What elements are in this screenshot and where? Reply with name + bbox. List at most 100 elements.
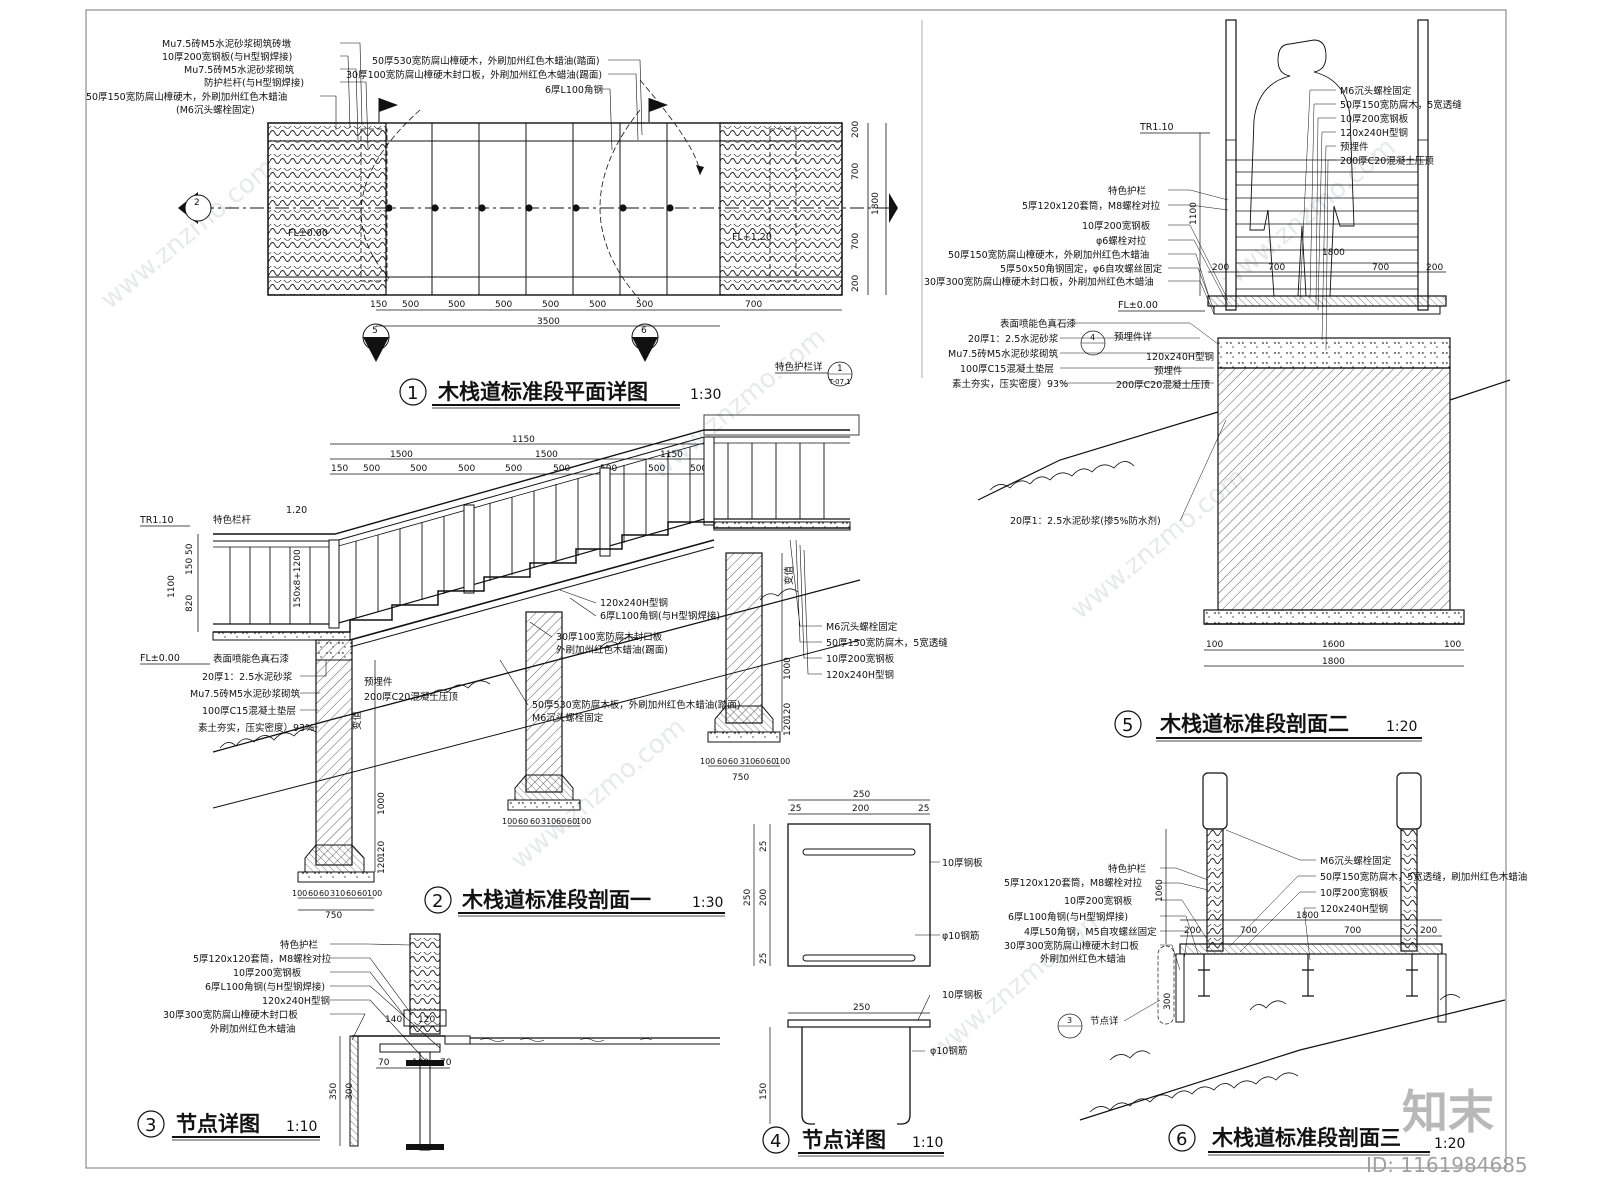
sec1-tag: 特色护栏详 bbox=[775, 361, 823, 373]
sec5-fl: FL±0.00 bbox=[1118, 300, 1158, 311]
svg-text:表面喷能色真石漆: 表面喷能色真石漆 bbox=[213, 653, 290, 665]
node4-plate: 10厚钢板 bbox=[942, 857, 983, 869]
svg-text:M6沉头螺栓固定: M6沉头螺栓固定 bbox=[532, 712, 604, 724]
svg-text:20厚1：2.5水泥砂浆: 20厚1：2.5水泥砂浆 bbox=[968, 333, 1059, 345]
svg-text:10厚200宽钢板: 10厚200宽钢板 bbox=[233, 967, 302, 979]
image-id: ID: 1161984685 bbox=[1366, 1153, 1528, 1177]
svg-text:50厚150宽防腐山樟硬木，外刷加州红色木蜡油: 50厚150宽防腐山樟硬木，外刷加州红色木蜡油 bbox=[86, 91, 287, 103]
svg-text:120x240H型钢: 120x240H型钢 bbox=[1320, 903, 1388, 915]
title-5: 木栈道标准段剖面二 bbox=[1159, 712, 1349, 736]
svg-text:150: 150 bbox=[331, 464, 348, 474]
svg-text:100: 100 bbox=[367, 889, 382, 898]
sec1-d1-0: 1500 bbox=[390, 450, 413, 460]
plan-dim-3: 500 bbox=[495, 300, 512, 310]
svg-text:外刷加州红色木蜡油: 外刷加州红色木蜡油 bbox=[1040, 953, 1126, 965]
title-2-num: 2 bbox=[432, 891, 443, 912]
plan-dim-1: 500 bbox=[402, 300, 419, 310]
svg-text:Mu7.5砖M5水泥砂浆砌筑: Mu7.5砖M5水泥砂浆砌筑 bbox=[948, 348, 1059, 360]
plan-dim-4: 500 bbox=[542, 300, 559, 310]
svg-text:120: 120 bbox=[377, 857, 387, 874]
svg-text:120x240H型钢: 120x240H型钢 bbox=[600, 597, 668, 609]
svg-text:预埋件: 预埋件 bbox=[1340, 141, 1369, 153]
svg-text:200厚C20混凝土压顶: 200厚C20混凝土压顶 bbox=[1340, 155, 1434, 167]
sec5-bd-0: 100 bbox=[1206, 640, 1223, 650]
sec6-node: 节点详 bbox=[1090, 1015, 1119, 1027]
svg-text:1000: 1000 bbox=[783, 657, 793, 680]
svg-text:10厚200宽钢板: 10厚200宽钢板 bbox=[1064, 895, 1133, 907]
svg-text:(M6沉头螺栓固定): (M6沉头螺栓固定) bbox=[176, 104, 255, 116]
node3-notes: 特色护栏 5厚120x120套筒，M8螺栓对拉 10厚200宽钢板 6厚L100… bbox=[163, 939, 441, 1061]
svg-text:6厚L100角钢(与H型钢焊接): 6厚L100角钢(与H型钢焊接) bbox=[1008, 911, 1128, 923]
title-4: 节点详图 bbox=[802, 1128, 886, 1152]
sec1-level-fl: FL±0.00 bbox=[140, 653, 180, 664]
svg-text:变值: 变值 bbox=[783, 566, 795, 586]
svg-text:60: 60 bbox=[530, 817, 540, 826]
svg-text:310: 310 bbox=[330, 889, 345, 898]
svg-text:500: 500 bbox=[648, 464, 665, 474]
plan-rdim-3: 200 bbox=[851, 275, 861, 292]
svg-text:10厚200宽钢板(与H型钢焊接): 10厚200宽钢板(与H型钢焊接) bbox=[162, 51, 292, 63]
sec6-d-0: 200 bbox=[1184, 926, 1201, 936]
svg-text:10厚200宽钢板: 10厚200宽钢板 bbox=[826, 653, 895, 665]
svg-text:100: 100 bbox=[775, 757, 790, 766]
svg-text:60: 60 bbox=[346, 889, 356, 898]
svg-text:500: 500 bbox=[690, 464, 707, 474]
svg-text:20厚1：2.5水泥砂浆: 20厚1：2.5水泥砂浆 bbox=[202, 671, 293, 683]
sec5-bd-total: 1800 bbox=[1322, 657, 1345, 667]
sec1-level-120: 1.20 bbox=[286, 505, 307, 516]
plan-sec-5: 5 bbox=[372, 326, 378, 336]
node4-sub-1: 200 bbox=[852, 804, 869, 814]
svg-text:外刷加州红色木蜡油: 外刷加州红色木蜡油 bbox=[210, 1023, 296, 1035]
node4-side-total: 250 bbox=[743, 889, 753, 906]
svg-text:70: 70 bbox=[440, 1058, 452, 1068]
plan-total: 3500 bbox=[537, 317, 560, 327]
svg-text:50厚530宽防腐山樟硬木，外刷加州红色木蜡油(踏面): 50厚530宽防腐山樟硬木，外刷加州红色木蜡油(踏面) bbox=[372, 55, 600, 67]
plan-dim-5: 500 bbox=[589, 300, 606, 310]
section-three: 1800 200 700 700 200 1060 300 M6沉头螺栓固定 5… bbox=[1004, 772, 1527, 1156]
sec1-post-label: 150x8+1200 bbox=[293, 549, 303, 608]
svg-text:60: 60 bbox=[556, 817, 566, 826]
sec5-bd-1: 1600 bbox=[1322, 640, 1345, 650]
svg-text:100: 100 bbox=[576, 817, 591, 826]
svg-text:30厚100宽防腐山樟硬木封口板，外刷加州红色木蜡油(踢面): 30厚100宽防腐山樟硬木封口板，外刷加州红色木蜡油(踢面) bbox=[346, 69, 602, 81]
svg-text:60: 60 bbox=[357, 889, 367, 898]
svg-text:100: 100 bbox=[502, 817, 517, 826]
svg-text:10厚200宽钢板: 10厚200宽钢板 bbox=[1340, 113, 1409, 125]
sec5-dt-2: 700 bbox=[1372, 263, 1389, 273]
svg-text:60: 60 bbox=[308, 889, 318, 898]
sec1-tag-ref: T-07.1 bbox=[828, 378, 851, 386]
sec5-notes-top: M6沉头螺栓固定 50厚150宽防腐木，5宽透缝 10厚200宽钢板 120x2… bbox=[1299, 85, 1462, 351]
sec1-lvd-1: 150 bbox=[185, 558, 195, 575]
svg-text:5厚120x120套筒，M8螺栓对拉: 5厚120x120套筒，M8螺栓对拉 bbox=[1022, 200, 1161, 212]
svg-text:310: 310 bbox=[740, 757, 755, 766]
plan-sec-left: 2 bbox=[194, 198, 200, 208]
svg-text:预埋件: 预埋件 bbox=[1154, 365, 1183, 377]
sec6-notes-right: M6沉头螺栓固定 50厚150宽防腐木，5宽透缝，刷加州红色木蜡油 10厚200… bbox=[1225, 829, 1527, 961]
sec1-tag-num: 1 bbox=[837, 364, 843, 374]
svg-text:φ6螺栓对拉: φ6螺栓对拉 bbox=[1096, 235, 1147, 247]
plan-dim-7: 700 bbox=[745, 300, 762, 310]
svg-text:200厚C20混凝土压顶: 200厚C20混凝土压顶 bbox=[364, 691, 458, 703]
sec6-total: 1800 bbox=[1296, 911, 1319, 921]
svg-text:50厚150宽防腐木，5宽透缝，刷加州红色木蜡油: 50厚150宽防腐木，5宽透缝，刷加州红色木蜡油 bbox=[1320, 871, 1527, 883]
svg-text:Mu7.5砖M5水泥砂浆砌筑砖墩: Mu7.5砖M5水泥砂浆砌筑砖墩 bbox=[162, 38, 292, 50]
svg-text:120x240H型钢: 120x240H型钢 bbox=[826, 669, 894, 681]
sec6-vd-1: 300 bbox=[1163, 993, 1173, 1010]
sec1-d2-row: 150 500 500 500 500 500 500 500 500 bbox=[331, 464, 707, 474]
node-detail-4: 250 25 200 25 25 200 25 250 10厚钢板 φ10钢筋 … bbox=[743, 790, 983, 1157]
svg-text:120x240H型钢: 120x240H型钢 bbox=[1146, 351, 1214, 363]
plan-rdim-2: 700 bbox=[851, 233, 861, 250]
plan-dim-2: 500 bbox=[448, 300, 465, 310]
svg-text:特色护栏: 特色护栏 bbox=[1108, 863, 1147, 875]
sec5-level: TR1.10 bbox=[1139, 122, 1174, 133]
svg-text:60: 60 bbox=[766, 757, 776, 766]
svg-text:500: 500 bbox=[458, 464, 475, 474]
svg-text:500: 500 bbox=[363, 464, 380, 474]
title-3: 节点详图 bbox=[176, 1112, 260, 1136]
svg-text:500: 500 bbox=[553, 464, 570, 474]
title-5-scale: 1:20 bbox=[1386, 719, 1417, 735]
sec5-d-1800: 1800 bbox=[1322, 248, 1345, 258]
node4-side-1: 200 bbox=[759, 889, 769, 906]
svg-text:100: 100 bbox=[292, 889, 307, 898]
svg-text:310: 310 bbox=[541, 817, 556, 826]
